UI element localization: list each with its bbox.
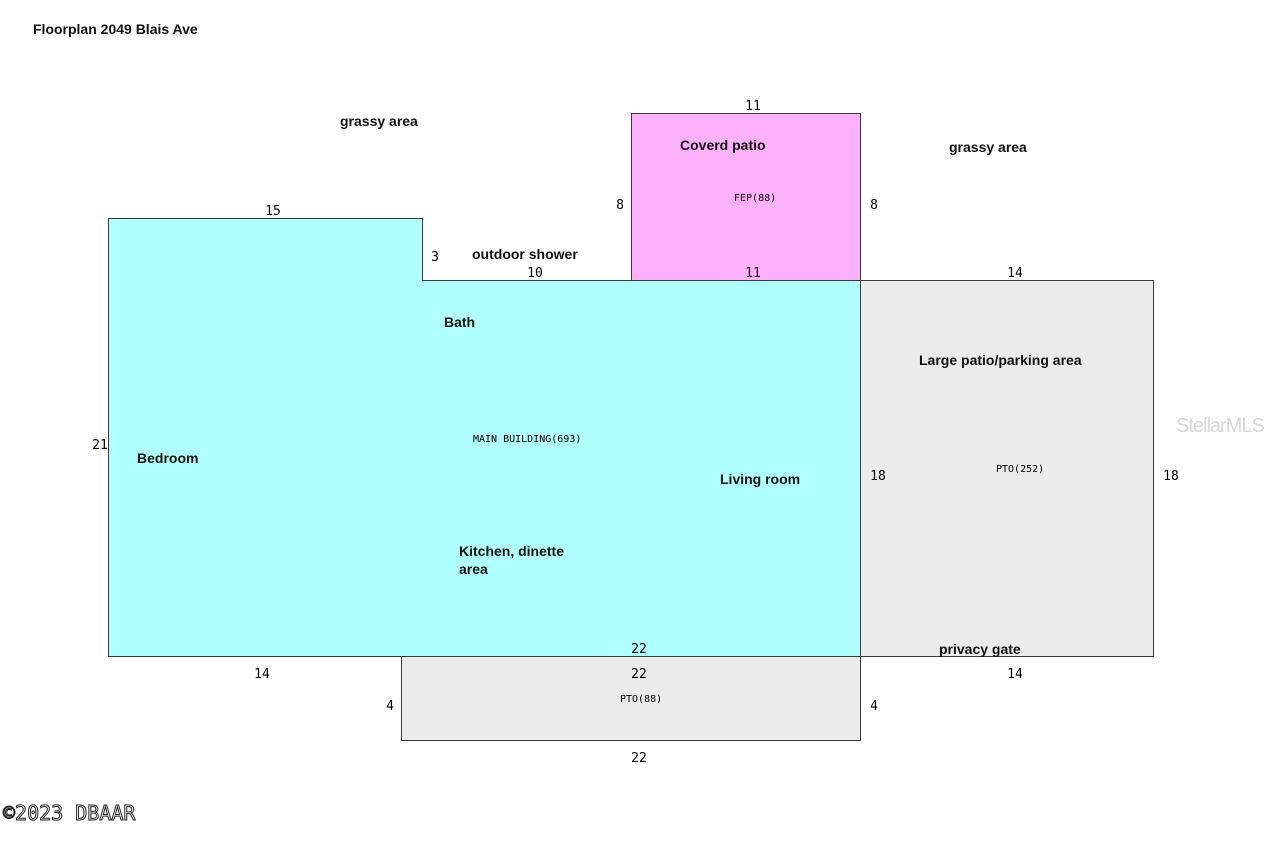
dim-right-top: 14 — [1007, 266, 1023, 281]
living-room-label: Living room — [720, 471, 800, 487]
main-building-area-code: MAIN BUILDING(693) — [473, 434, 581, 445]
dim-patio-left: 8 — [616, 198, 624, 213]
page-title: Floorplan 2049 Blais Ave — [33, 21, 198, 37]
dim-right-bottom: 14 — [1007, 667, 1023, 682]
dim-right-left: 18 — [870, 469, 886, 484]
bath-label: Bath — [444, 314, 475, 330]
privacy-gate-label: privacy gate — [939, 641, 1021, 657]
kitchen-label-line2: area — [459, 561, 488, 577]
covered-patio-area — [631, 113, 861, 281]
kitchen-label-line1: Kitchen, dinette — [459, 543, 564, 559]
dim-patio-top: 11 — [745, 99, 761, 114]
dim-main-notch: 3 — [431, 250, 439, 265]
stellar-watermark: StellarMLS — [1176, 415, 1264, 437]
dim-main-bottom-inner: 22 — [631, 642, 647, 657]
dim-bottom-right: 4 — [870, 699, 878, 714]
fep-area-code: FEP(88) — [734, 193, 776, 204]
copyright-notice: ©2023 DBAAR — [3, 801, 136, 825]
dim-patio-bottom: 11 — [745, 266, 761, 281]
outdoor-shower-label: outdoor shower — [472, 246, 578, 262]
dim-bottom-bottom: 22 — [631, 751, 647, 766]
bedroom-label: Bedroom — [137, 450, 198, 466]
dim-main-top-left: 15 — [265, 204, 281, 219]
large-patio-label: Large patio/parking area — [919, 352, 1082, 368]
dim-patio-right: 8 — [870, 198, 878, 213]
large-patio-area — [860, 280, 1154, 657]
pto-bottom-area-code: PTO(88) — [620, 694, 662, 705]
pto-right-area-code: PTO(252) — [996, 464, 1044, 475]
dim-main-left: 21 — [92, 438, 108, 453]
dim-bottom-left: 4 — [386, 699, 394, 714]
dim-main-top-mid: 10 — [527, 266, 543, 281]
dim-right-right: 18 — [1163, 469, 1179, 484]
covered-patio-label: Coverd patio — [680, 137, 766, 153]
grassy-area-right-label: grassy area — [949, 139, 1027, 155]
grassy-area-left-label: grassy area — [340, 113, 418, 129]
bottom-patio-area — [401, 656, 861, 741]
dim-bottom-top: 22 — [631, 667, 647, 682]
main-building-area — [108, 218, 861, 657]
dim-main-bottom-left: 14 — [254, 667, 270, 682]
